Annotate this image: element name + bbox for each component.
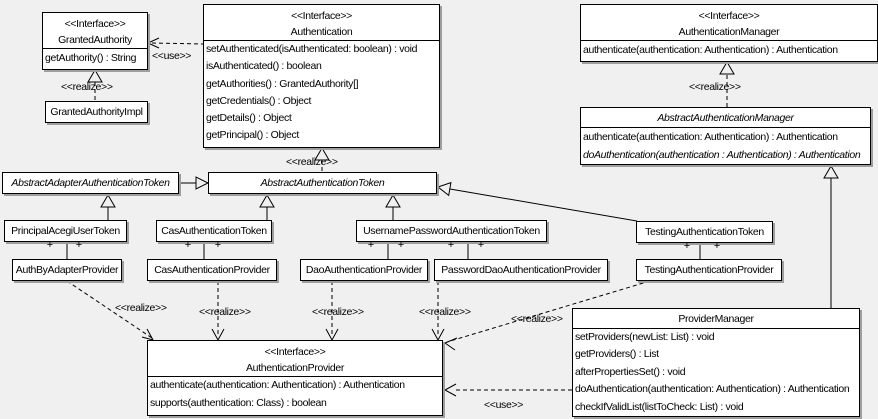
class-name: UsernamePasswordAuthenticationToken — [363, 225, 540, 237]
class-title: ProviderManager — [573, 309, 859, 328]
method-row: getCredentials() : Object — [206, 94, 312, 107]
multiplicity-plus: + — [367, 239, 375, 251]
class-title: <<Interface>> Authentication — [204, 5, 439, 40]
method-row: setProviders(newList: List) : void — [575, 331, 715, 343]
class-abstract-authentication-manager: AbstractAuthenticationManager authentica… — [580, 107, 871, 165]
class-title: <<Interface>> AuthenticationProvider — [148, 341, 442, 376]
multiplicity-plus: + — [683, 240, 691, 252]
class-name: AbstractAuthenticationToken — [260, 177, 385, 189]
class-principal-acegi-user-token: PrincipalAcegiUserToken — [4, 220, 127, 242]
class-auth-by-adapter-provider: AuthByAdapterProvider — [12, 259, 122, 281]
class-testing-authentication-provider: TestingAuthenticationProvider — [636, 259, 782, 281]
class-testing-authentication-token: TestingAuthenticationToken — [636, 221, 773, 243]
method-row: checkIfValidList(listToCheck: List) : vo… — [575, 400, 744, 413]
use-label: <<use>> — [484, 399, 524, 411]
stereotype-label: <<Interface>> — [264, 346, 326, 358]
class-title: <<Interface>> AuthenticationManager — [581, 5, 877, 40]
multiplicity-plus: + — [75, 239, 83, 251]
method-row: getPrincipal() : Object — [206, 129, 299, 142]
method-row: getAuthorities() : GrantedAuthority[] — [206, 77, 359, 90]
class-name: DaoAuthenticationProvider — [305, 264, 423, 276]
multiplicity-plus: + — [477, 239, 485, 251]
method-row: afterPropertiesSet() : void — [575, 365, 686, 378]
stereotype-label: <<Interface>> — [64, 18, 126, 30]
stereotype-label: <<Interface>> — [698, 10, 760, 22]
method-row: supports(authentication: Class) : boolea… — [150, 396, 327, 409]
class-abstract-authentication-token: AbstractAuthenticationToken — [208, 172, 437, 194]
realize-label: <<realize>> — [419, 306, 471, 318]
multiplicity-plus: + — [184, 239, 192, 251]
method-row: doAuthentication(authentication : Authen… — [583, 149, 861, 161]
realize-label: <<realize>> — [286, 156, 338, 168]
class-granted-authority-impl: GrantedAuthorityImpl — [45, 101, 148, 123]
class-name: Authentication — [290, 26, 353, 38]
class-password-dao-authentication-provider: PasswordDaoAuthenticationProvider — [434, 259, 608, 281]
method-row: isAuthenticated() : boolean — [206, 60, 322, 73]
realize-label: <<realize>> — [511, 313, 563, 325]
class-title: <<Interface>> GrantedAuthority — [43, 13, 147, 48]
method-row: doAuthentication(authentication: Authent… — [575, 383, 850, 396]
class-name: AbstractAdapterAuthenticationToken — [11, 177, 170, 189]
realize-label: <<realize>> — [689, 81, 741, 93]
multiplicity-plus: + — [214, 239, 222, 251]
method-row: getProviders() : List — [575, 348, 659, 361]
class-username-password-authentication-token: UsernamePasswordAuthenticationToken — [356, 220, 547, 242]
class-name: TestingAuthenticationToken — [645, 226, 764, 238]
class-dao-authentication-provider: DaoAuthenticationProvider — [300, 259, 428, 281]
class-name: PasswordDaoAuthenticationProvider — [441, 264, 601, 276]
class-cas-authentication-token: CasAuthenticationToken — [156, 220, 272, 242]
class-name: TestingAuthenticationProvider — [644, 264, 774, 276]
class-granted-authority: <<Interface>> GrantedAuthority getAuthor… — [42, 12, 148, 70]
multiplicity-plus: + — [397, 239, 405, 251]
stereotype-label: <<Interface>> — [291, 10, 352, 22]
class-name: CasAuthenticationToken — [161, 225, 267, 237]
realize-label: <<realize>> — [199, 306, 251, 318]
method-row: authenticate(authentication: Authenticat… — [583, 44, 838, 56]
method-row: getDetails() : Object — [206, 112, 292, 125]
realize-label: <<realize>> — [115, 302, 167, 314]
method-row: authenticate(authentication: Authenticat… — [583, 131, 838, 143]
class-name: GrantedAuthority — [58, 34, 132, 46]
method-row: setAuthenticated(isAuthenticated: boolea… — [206, 43, 418, 55]
realize-label: <<realize>> — [61, 81, 113, 93]
realize-label: <<realize>> — [312, 306, 364, 318]
class-cas-authentication-provider: CasAuthenticationProvider — [147, 259, 277, 281]
class-name: CasAuthenticationProvider — [154, 264, 270, 276]
class-authentication-provider: <<Interface>> AuthenticationProvider aut… — [147, 340, 443, 416]
method-row: authenticate(authentication: Authenticat… — [150, 379, 405, 391]
class-name: AuthenticationManager — [678, 26, 780, 38]
multiplicity-plus: + — [46, 239, 54, 251]
class-title: AbstractAuthenticationManager — [581, 108, 870, 127]
class-authentication: <<Interface>> Authentication setAuthenti… — [203, 4, 440, 148]
class-provider-manager: ProviderManager setProviders(newList: Li… — [572, 308, 860, 417]
class-name: GrantedAuthorityImpl — [50, 106, 143, 118]
use-label: <<use>> — [152, 50, 192, 62]
class-name: ProviderManager — [678, 313, 754, 325]
class-name: AuthenticationProvider — [246, 362, 344, 374]
multiplicity-plus: + — [713, 240, 721, 252]
class-name: AuthByAdapterProvider — [15, 264, 119, 276]
method-row: getAuthority() : String — [45, 52, 137, 64]
class-abstract-adapter-authentication-token: AbstractAdapterAuthenticationToken — [2, 172, 179, 194]
class-name: PrincipalAcegiUserToken — [11, 225, 120, 237]
class-name: AbstractAuthenticationManager — [657, 112, 794, 124]
multiplicity-plus: + — [447, 239, 455, 251]
class-authentication-manager: <<Interface>> AuthenticationManager auth… — [580, 4, 878, 62]
